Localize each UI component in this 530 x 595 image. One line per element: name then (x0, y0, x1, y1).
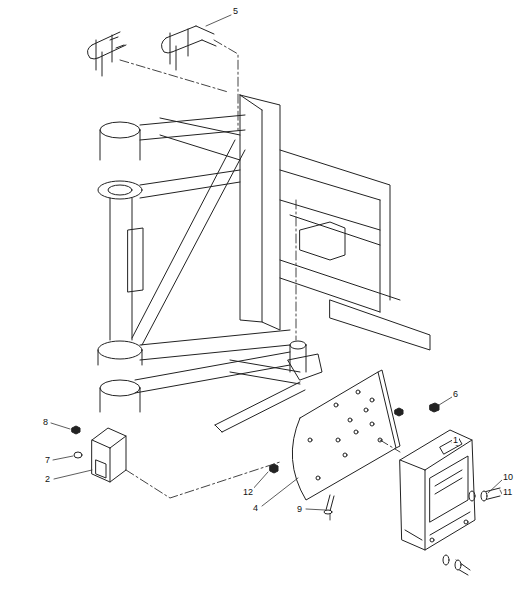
callout-number: 4 (252, 503, 259, 513)
callout-number: 5 (232, 6, 239, 16)
u-bolt (87, 32, 126, 76)
leader-line (51, 15, 502, 510)
callout-number: 8 (42, 417, 49, 427)
mounting-plate (292, 370, 400, 500)
callout-number: 1 (452, 435, 459, 445)
callout-number: 11 (502, 487, 513, 497)
callout-number: 10 (502, 472, 514, 482)
callout-number: 6 (452, 389, 459, 399)
nut (270, 464, 278, 473)
nut (430, 403, 439, 412)
callout-number: 2 (44, 474, 51, 484)
callout-number: 12 (242, 487, 254, 497)
sensor-module (92, 428, 126, 482)
main-frame (160, 95, 430, 350)
nut (72, 426, 80, 434)
bolt (324, 495, 334, 514)
u-bolt (161, 26, 216, 70)
nut (395, 408, 403, 416)
callout-number: 9 (296, 504, 303, 514)
bolt-washer (443, 488, 500, 575)
control-module (400, 430, 475, 550)
callout-number: 7 (44, 455, 51, 465)
swing-arm (98, 115, 322, 432)
washer (74, 452, 82, 458)
assembly-line (120, 40, 400, 520)
